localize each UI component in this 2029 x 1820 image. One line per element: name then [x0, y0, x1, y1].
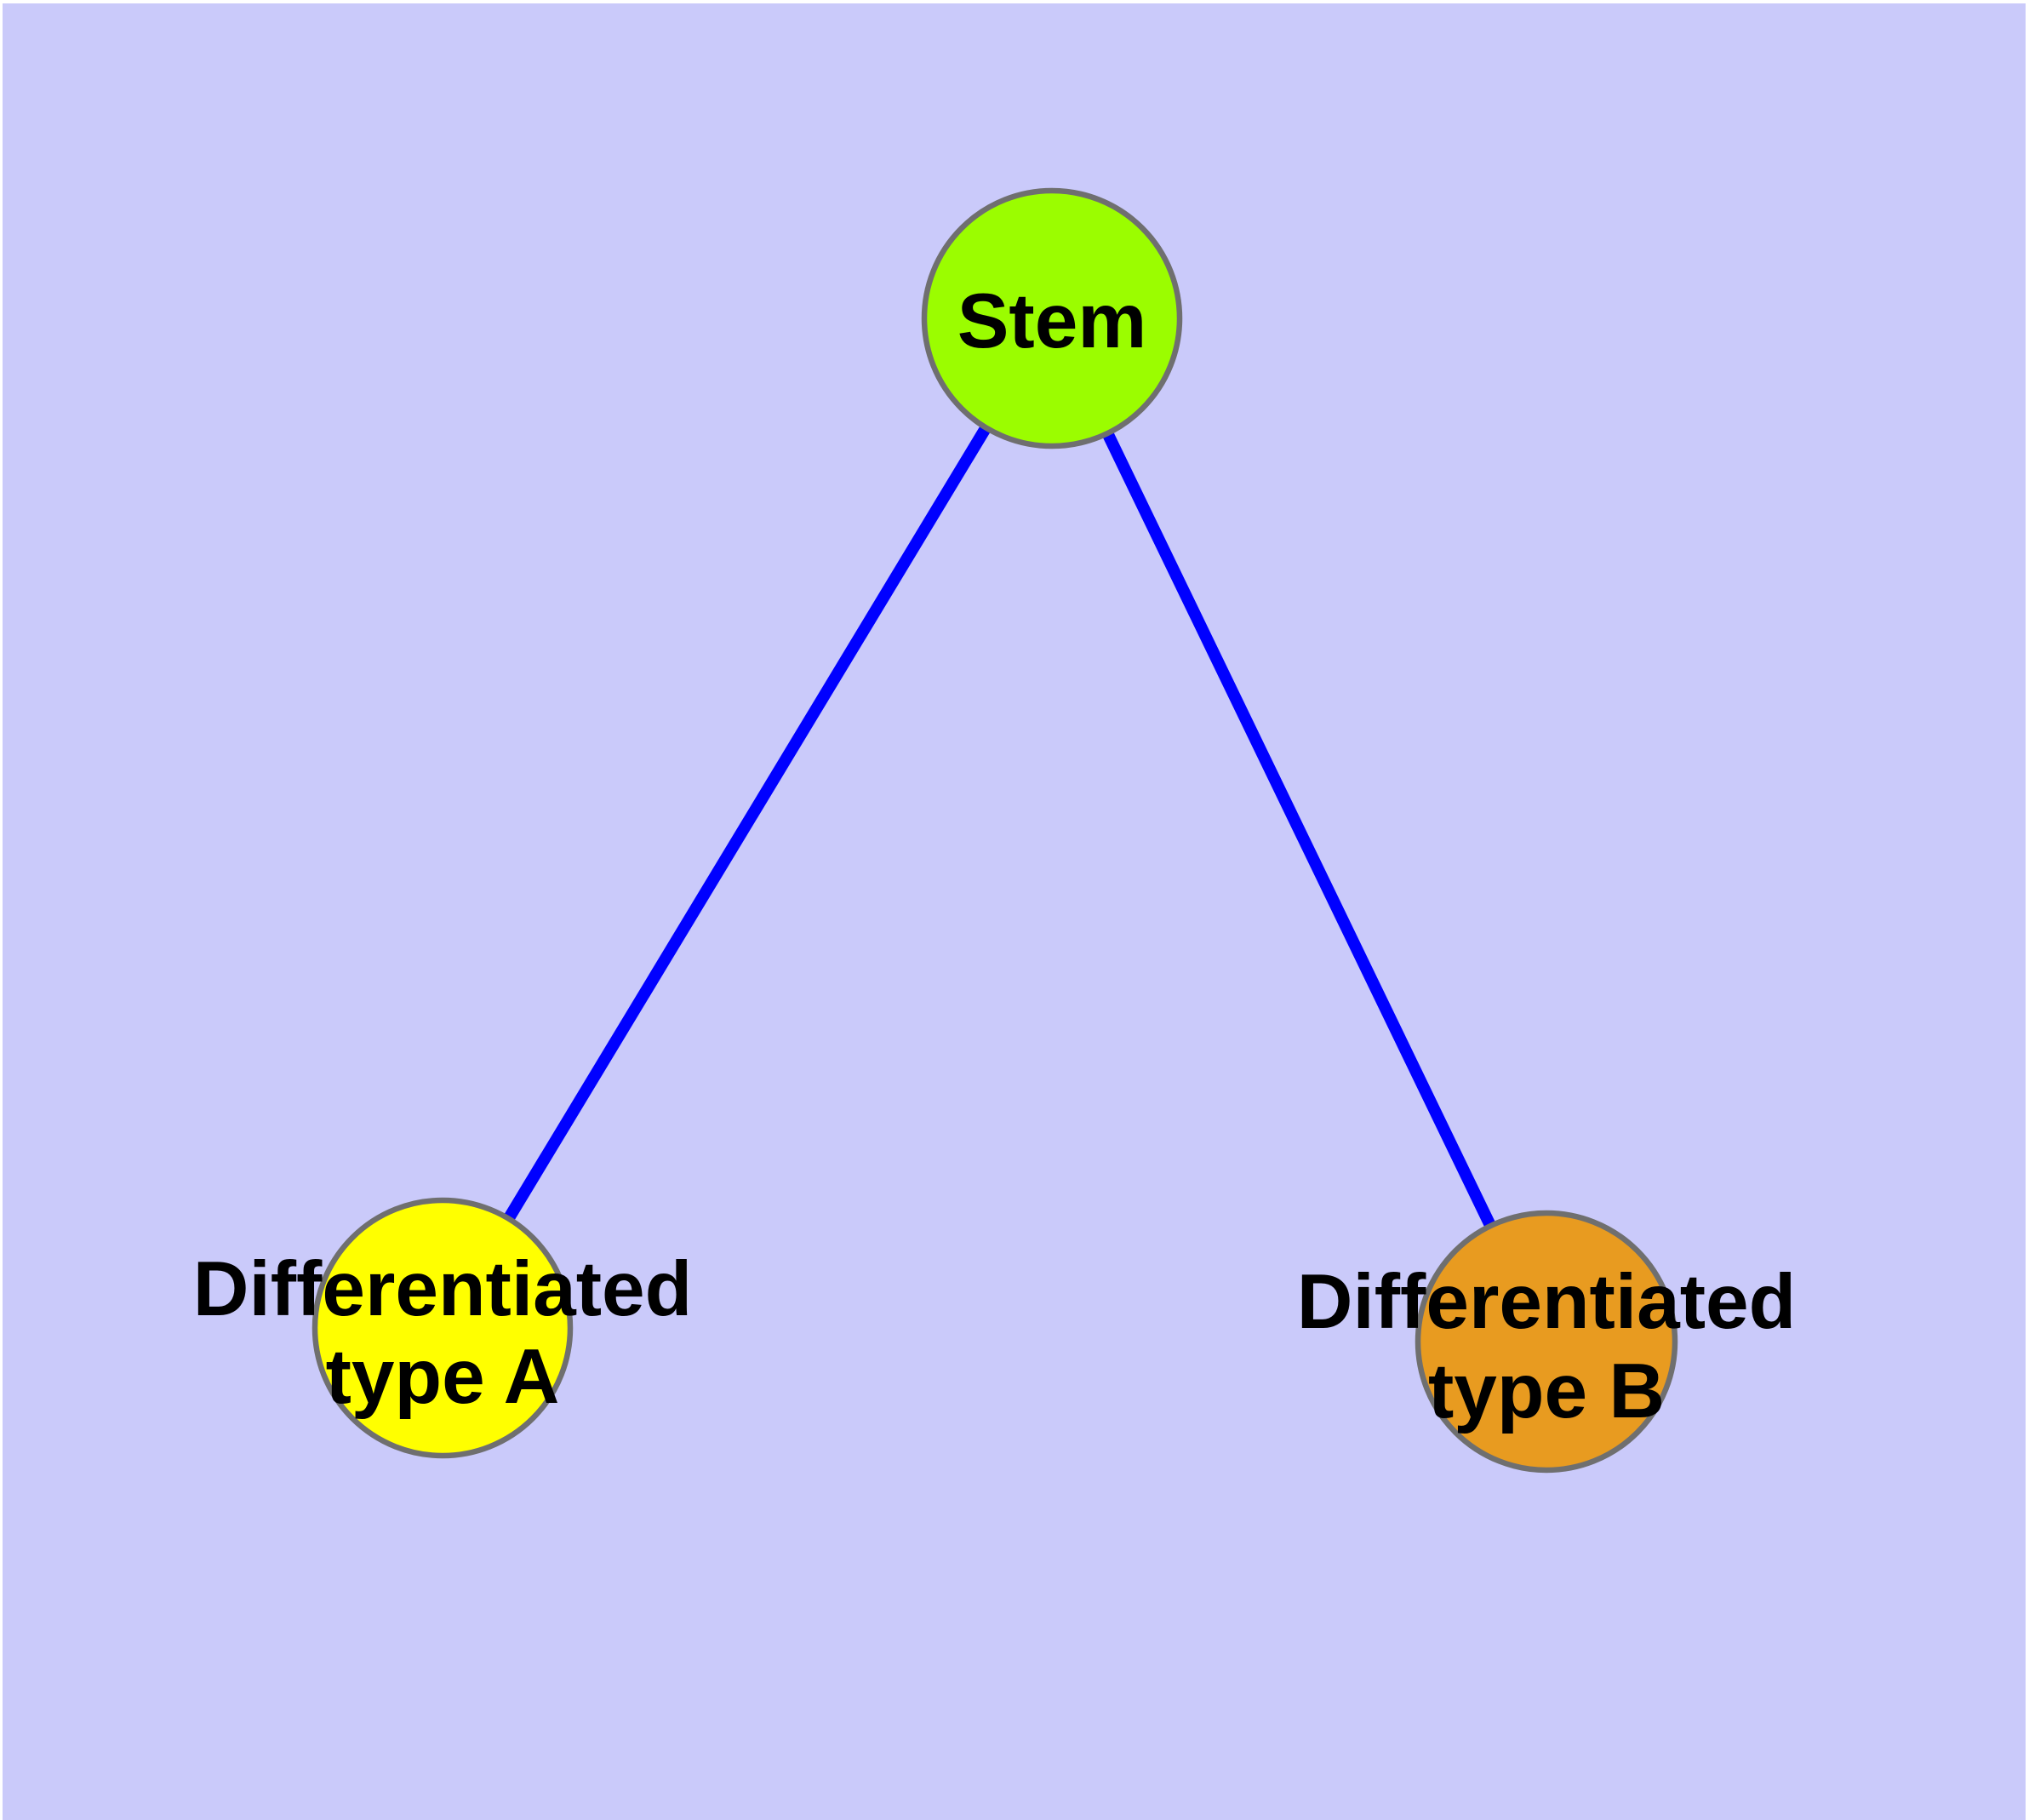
type-b-node-label-line2: type B — [1428, 1348, 1665, 1434]
type-a-node-label-line2: type A — [326, 1334, 560, 1420]
edge-stem-to-type-b — [1046, 315, 1552, 1345]
edge-stem-to-type-a — [437, 315, 1057, 1331]
stem-node-label: Stem — [957, 278, 1147, 364]
stem-node-circle — [921, 187, 1183, 449]
type-a-node-circle — [311, 1197, 574, 1459]
type-b-node-label-line1: Differentiated — [1297, 1259, 1797, 1345]
type-b-node-circle — [1415, 1210, 1678, 1474]
type-a-node-label-line1: Differentiated — [193, 1246, 693, 1332]
